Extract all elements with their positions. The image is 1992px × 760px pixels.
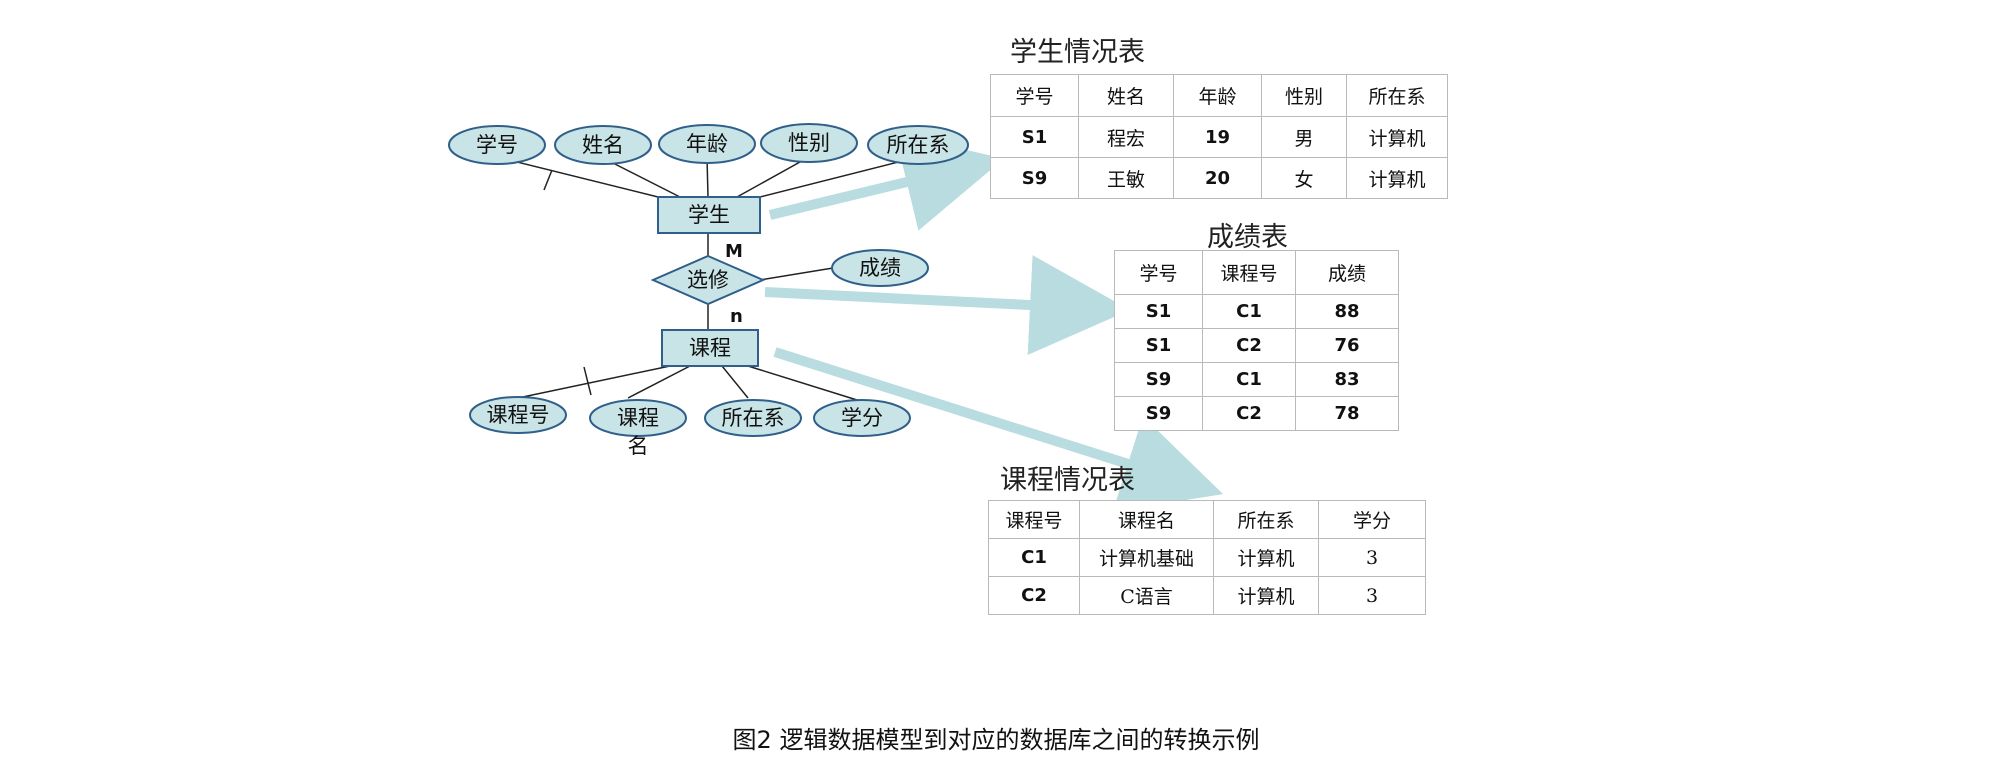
student-table-title: 学生情况表: [1010, 37, 1145, 68]
label-student-attr-1: 姓名: [582, 133, 624, 157]
table-row: 课程号 课程名 所在系 学分: [988, 500, 1426, 539]
arrow-to-student-table: [768, 133, 1004, 231]
score-table-title: 成绩表: [1207, 222, 1288, 253]
label-course-attr-1: 课程: [617, 406, 659, 430]
table-row: S1 C2 76: [1114, 328, 1399, 363]
table-cell: 20: [1173, 157, 1262, 199]
relationship-label: 选修: [687, 268, 729, 292]
label-student-attr-3: 性别: [788, 131, 830, 155]
table-header-cell: 成绩: [1295, 250, 1399, 295]
table-header-cell: 学号: [990, 74, 1079, 117]
table-header-cell: 性别: [1261, 74, 1347, 117]
table-header-cell: 学分: [1318, 500, 1426, 539]
table-cell: C语言: [1079, 576, 1214, 615]
table-header-cell: 所在系: [1213, 500, 1319, 539]
label-course-attr-1-wrap: 名: [628, 434, 649, 458]
course-table: 课程号 课程名 所在系 学分 C1 计算机基础 计算机 3 C2 C语言 计算机…: [988, 500, 1426, 615]
table-cell: 计算机: [1346, 157, 1448, 199]
entity-course: [661, 329, 759, 367]
attr-student-id: [448, 125, 546, 165]
attr-student-age: [658, 124, 756, 164]
table-header-cell: 姓名: [1078, 74, 1174, 117]
label-course-attr-3: 学分: [841, 406, 883, 430]
table-header-cell: 年龄: [1173, 74, 1262, 117]
cardinality-n: n: [730, 306, 743, 327]
table-cell: 19: [1173, 116, 1262, 158]
table-cell: S1: [1114, 294, 1203, 329]
attr-course-dept: [704, 399, 802, 437]
entity-student: [657, 196, 761, 234]
relationship-enroll: [650, 254, 766, 306]
table-cell: 88: [1295, 294, 1399, 329]
table-cell: C2: [988, 576, 1080, 615]
table-row: S9 C1 83: [1114, 362, 1399, 397]
table-cell: 计算机: [1346, 116, 1448, 158]
label-student-attr-0: 学号: [476, 133, 518, 157]
table-cell: 计算机: [1213, 538, 1319, 577]
table-cell: 3: [1318, 576, 1426, 615]
label-course-attr-0: 课程号: [487, 403, 550, 427]
label-student-attr-4: 所在系: [887, 133, 950, 157]
table-row: S9 C2 78: [1114, 396, 1399, 431]
table-row: S9 王敏 20 女 计算机: [990, 157, 1448, 199]
table-row: C1 计算机基础 计算机 3: [988, 538, 1426, 577]
table-cell: 王敏: [1078, 157, 1174, 199]
table-row: S1 C1 88: [1114, 294, 1399, 329]
arrow-to-score-table: [764, 255, 1130, 355]
table-row: 学号 课程号 成绩: [1114, 250, 1399, 295]
table-header-cell: 课程号: [1202, 250, 1296, 295]
cardinality-m: M: [725, 241, 743, 262]
table-header-cell: 所在系: [1346, 74, 1448, 117]
table-header-cell: 学号: [1114, 250, 1203, 295]
table-cell: S9: [1114, 362, 1203, 397]
arrow-to-course-table: [773, 347, 1224, 512]
table-cell: 男: [1261, 116, 1347, 158]
table-cell: C1: [988, 538, 1080, 577]
table-cell: 计算机基础: [1079, 538, 1214, 577]
figure-caption: 图2 逻辑数据模型到对应的数据库之间的转换示例: [732, 726, 1260, 754]
table-header-cell: 课程名: [1079, 500, 1214, 539]
course-attr-ellipses: [469, 396, 911, 437]
attr-course-id: [469, 396, 567, 434]
table-cell: C1: [1202, 294, 1296, 329]
label-score-attr: 成绩: [859, 256, 901, 280]
attr-course-name: [589, 399, 687, 437]
student-attr-ellipses: [448, 123, 969, 165]
table-cell: 3: [1318, 538, 1426, 577]
table-cell: 78: [1295, 396, 1399, 431]
table-cell: 76: [1295, 328, 1399, 363]
label-course-attr-2: 所在系: [722, 406, 785, 430]
score-table: 学号 课程号 成绩 S1 C1 88 S1 C2 76 S9 C1 83 S9 …: [1114, 250, 1399, 431]
attr-student-name: [554, 125, 652, 165]
attr-student-gender: [760, 123, 858, 163]
table-cell: S9: [990, 157, 1079, 199]
table-cell: S1: [1114, 328, 1203, 363]
entity-course-label: 课程: [689, 336, 731, 360]
table-cell: S1: [990, 116, 1079, 158]
table-row: 学号 姓名 年龄 性别 所在系: [990, 74, 1448, 117]
table-cell: 程宏: [1078, 116, 1174, 158]
table-cell: C1: [1202, 362, 1296, 397]
table-cell: C2: [1202, 328, 1296, 363]
label-student-attr-2: 年龄: [686, 132, 728, 156]
course-table-title: 课程情况表: [1000, 465, 1135, 496]
table-row: S1 程宏 19 男 计算机: [990, 116, 1448, 158]
table-cell: 83: [1295, 362, 1399, 397]
table-cell: 女: [1261, 157, 1347, 199]
table-cell: 计算机: [1213, 576, 1319, 615]
entity-student-label: 学生: [688, 203, 730, 227]
table-cell: C2: [1202, 396, 1296, 431]
table-cell: S9: [1114, 396, 1203, 431]
table-row: C2 C语言 计算机 3: [988, 576, 1426, 615]
attr-student-dept: [867, 125, 969, 165]
attr-score: [831, 249, 929, 287]
table-header-cell: 课程号: [988, 500, 1080, 539]
attr-course-credit: [813, 399, 911, 437]
student-table: 学号 姓名 年龄 性别 所在系 S1 程宏 19 男 计算机 S9 王敏 20 …: [990, 74, 1448, 199]
